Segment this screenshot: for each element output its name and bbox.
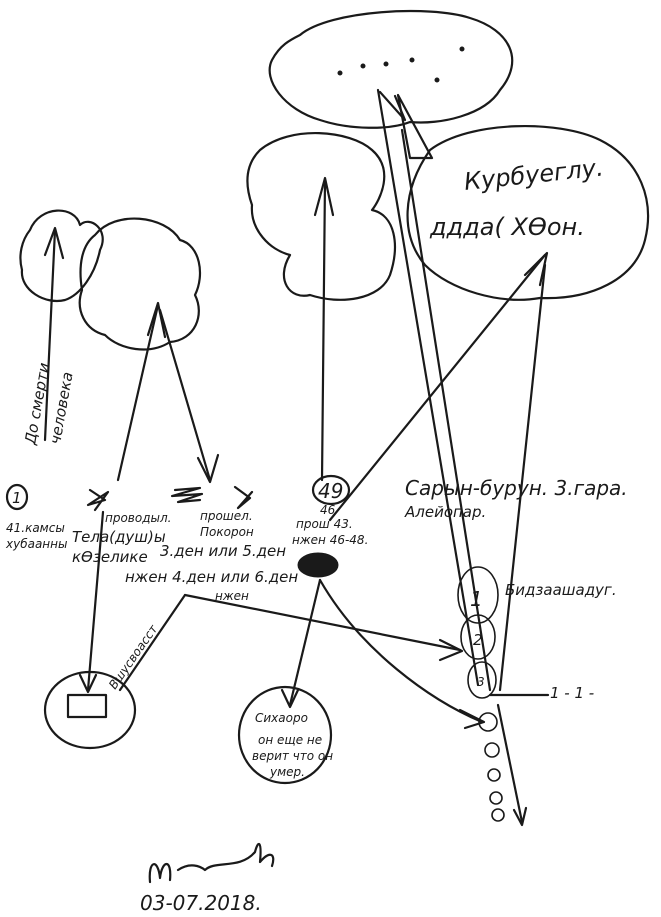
cloud-top bbox=[268, 9, 514, 129]
center-bottom-circle bbox=[237, 685, 333, 785]
cloud-dot bbox=[383, 61, 389, 67]
tick-label: 1 - 1 - bbox=[550, 684, 594, 702]
bishdaadyg-label: Бидзаашадуг. bbox=[505, 581, 617, 599]
col2-line2: Тела(душ)ы bbox=[72, 528, 166, 546]
center-circle-line2: он еще не bbox=[258, 733, 322, 747]
stamp-2: 2 bbox=[473, 631, 483, 649]
vvergaetsya-label: Вшусвоасст bbox=[106, 622, 161, 692]
col3-line4: нжен 4.ден или 6.ден bbox=[125, 568, 298, 586]
right-line1: Сарын-бурун. 3.гара. bbox=[405, 476, 628, 500]
col3-line3: 3.ден или 5.ден bbox=[160, 542, 286, 560]
cloud-right-line2: ддда( ХӨон. bbox=[429, 213, 585, 241]
center-circle-line3: верит что он bbox=[252, 749, 333, 763]
cloud-dot bbox=[459, 46, 465, 52]
cloud-right bbox=[406, 124, 650, 301]
cloud-dot bbox=[360, 63, 366, 69]
col1-line1: 41.камсы bbox=[6, 521, 65, 535]
cloud-dot bbox=[337, 70, 343, 76]
cloud-left-small bbox=[19, 209, 104, 303]
col3-line2: Покорон bbox=[200, 525, 254, 539]
vertical-label-2: человека bbox=[46, 370, 76, 445]
cloud-right-line1: Курбуеглу. bbox=[463, 153, 605, 195]
left-bottom-box bbox=[66, 693, 108, 719]
left-bottom-circle bbox=[43, 670, 137, 750]
circle-1-label: 1 bbox=[12, 489, 22, 507]
col3-line1: прошел. bbox=[200, 509, 253, 523]
cloud-dot bbox=[409, 57, 415, 63]
center-blot bbox=[297, 552, 339, 578]
circle-1-outline bbox=[5, 483, 29, 511]
col1-line2: хубаанны bbox=[5, 537, 67, 551]
center-circle-line1: Сихаоро bbox=[255, 711, 308, 725]
scribble-blot bbox=[170, 486, 204, 504]
stamp-1: 1 bbox=[470, 587, 483, 611]
col4-number: 49 bbox=[318, 479, 343, 503]
col4-line1: 46 bbox=[320, 503, 336, 517]
arrows bbox=[43, 88, 550, 827]
cloud-dot bbox=[434, 77, 440, 83]
stamp-3: 3 bbox=[477, 675, 485, 689]
scribble-blot bbox=[86, 488, 110, 512]
cloud-left-large bbox=[78, 217, 202, 351]
col3-line5: нжен bbox=[215, 589, 249, 603]
center-circle-line4: умер. bbox=[269, 765, 305, 779]
signature bbox=[148, 842, 275, 884]
col4-line3: нжен 46-48. bbox=[292, 533, 368, 547]
col4-line2: прош 43. bbox=[296, 517, 353, 531]
col2-line1: проводыл. bbox=[105, 511, 171, 525]
footer-date: 03-07.2018. bbox=[140, 891, 262, 915]
cloud-middle bbox=[246, 132, 396, 301]
scribble-blot bbox=[233, 485, 254, 510]
col2-line3: кӨзелике bbox=[72, 548, 148, 566]
circle-49-outline bbox=[311, 474, 351, 506]
right-line2: Алейопар. bbox=[404, 503, 486, 521]
